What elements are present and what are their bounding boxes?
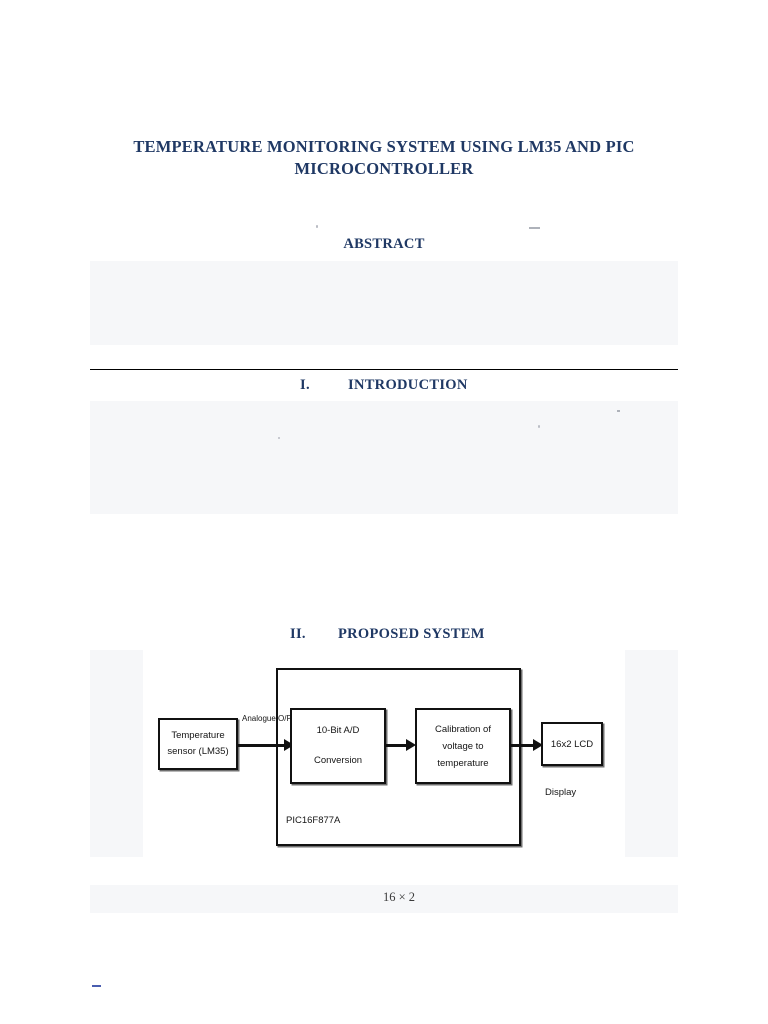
- arrow-adc-to-calibration-head: [406, 739, 416, 751]
- lcd-display-block: 16x2 LCD: [541, 722, 603, 766]
- calibration-label-line2: voltage to: [442, 740, 484, 752]
- caption-band-block: [90, 885, 678, 913]
- figure-right-margin-block: [625, 650, 678, 857]
- introduction-numeral: I.: [300, 377, 310, 393]
- analogue-output-label: Analogue O/P: [242, 712, 292, 726]
- temperature-sensor-label-line2: sensor (LM35): [167, 746, 229, 757]
- proposed-system-heading: II. PROPOSED SYSTEM: [290, 626, 485, 643]
- block-diagram-figure: Temperature sensor (LM35) Analogue O/P 1…: [90, 650, 678, 857]
- microcontroller-boundary-box: [276, 668, 521, 846]
- footer-dash-artifact: [92, 985, 101, 987]
- scan-artifact-dash: [617, 410, 620, 412]
- adc-label-line1: 10-Bit A/D: [316, 725, 360, 736]
- temperature-sensor-label-line1: Temperature: [171, 730, 225, 741]
- analogue-output-line2: O/P: [278, 714, 292, 723]
- analogue-output-line1: Analogue: [242, 714, 276, 723]
- introduction-body-block: [90, 401, 678, 514]
- abstract-body-block: [90, 261, 678, 345]
- arrow-sensor-to-adc: [238, 744, 286, 747]
- display-caption-label: Display: [545, 787, 577, 798]
- proposed-system-numeral: II.: [290, 626, 306, 642]
- scan-artifact-speck: [278, 437, 280, 439]
- temperature-sensor-block: Temperature sensor (LM35): [158, 718, 238, 770]
- introduction-heading: I. INTRODUCTION: [300, 377, 468, 394]
- arrow-calibration-to-lcd-head: [533, 739, 543, 751]
- arrow-calibration-to-lcd: [511, 744, 535, 747]
- calibration-label-line3: temperature: [437, 757, 489, 769]
- calibration-block: Calibration of voltage to temperature: [415, 708, 511, 784]
- introduction-heading-label: INTRODUCTION: [348, 377, 468, 393]
- page-title: TEMPERATURE MONITORING SYSTEM USING LM35…: [133, 137, 635, 178]
- adc-conversion-block: 10-Bit A/D Conversion: [290, 708, 386, 784]
- arrow-adc-to-calibration: [386, 744, 408, 747]
- scan-artifact-speck: [538, 425, 540, 428]
- proposed-system-heading-label: PROPOSED SYSTEM: [338, 626, 485, 642]
- abstract-heading: ABSTRACT: [343, 236, 425, 252]
- microcontroller-part-label: PIC16F877A: [286, 815, 341, 826]
- lcd-label: 16x2 LCD: [550, 738, 594, 750]
- section-divider: [90, 369, 678, 370]
- arrow-sensor-to-adc-head: [284, 739, 294, 751]
- adc-label-line2: Conversion: [313, 755, 363, 766]
- scan-artifact-dash: [529, 227, 540, 229]
- calibration-label-line1: Calibration of: [435, 723, 491, 735]
- scan-artifact-speck: [316, 225, 318, 228]
- block-diagram: Temperature sensor (LM35) Analogue O/P 1…: [90, 650, 678, 857]
- figure-left-margin-block: [90, 650, 143, 857]
- lcd-dimension-caption: 16 × 2: [382, 890, 416, 904]
